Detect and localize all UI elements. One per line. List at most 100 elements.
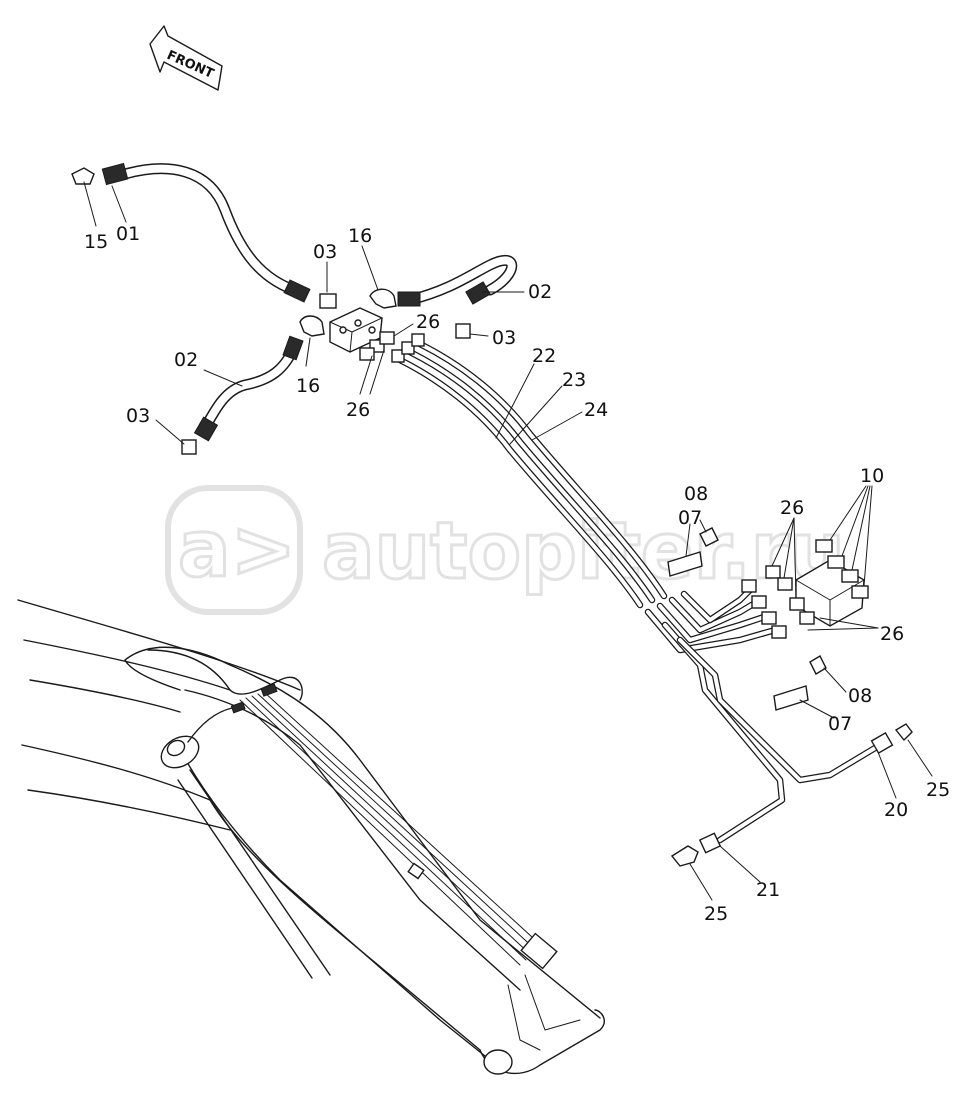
callout-23: 23	[562, 369, 586, 391]
fitting-26	[379, 331, 395, 345]
boom-hose	[187, 707, 233, 743]
callout-08: 08	[848, 685, 872, 707]
cylinder-rod	[177, 779, 313, 979]
callout-26: 26	[880, 623, 904, 645]
leader-lines	[83, 181, 933, 901]
boom-assembly	[17, 599, 605, 1075]
pipe-21-fitting	[698, 832, 722, 854]
hose-01	[71, 162, 311, 303]
callout-15: 15	[84, 231, 108, 253]
boom-tube	[245, 697, 527, 961]
boom-clamp	[230, 701, 246, 714]
boom-clamp	[260, 683, 278, 697]
center-block	[299, 288, 397, 361]
watermark-logo-frame	[165, 485, 303, 615]
pipe-20-fitting	[870, 731, 894, 755]
callout-24: 24	[584, 399, 608, 421]
callout-01: 01	[116, 223, 140, 245]
arm-bottom-edge	[209, 799, 481, 1051]
callout-08: 08	[684, 483, 708, 505]
watermark-logo-glyph: a>	[178, 505, 296, 595]
boom-clamp	[407, 862, 425, 880]
fitting-26	[777, 577, 793, 591]
callout-26: 26	[346, 399, 370, 421]
clamps	[667, 527, 827, 711]
bolt-08-lower	[809, 655, 827, 675]
callout-07: 07	[828, 713, 852, 735]
cap-25-lower	[670, 845, 699, 867]
callout-20: 20	[884, 799, 908, 821]
fitting-03-top	[319, 293, 337, 309]
arm-top-edge	[124, 659, 181, 691]
boom-tube	[239, 699, 521, 966]
front-arrow-shape	[149, 25, 223, 91]
elbow-16-lower	[299, 315, 325, 337]
hose-02-left	[181, 335, 304, 455]
hose-02-fitting	[193, 416, 219, 442]
cylinder-rod	[189, 769, 331, 976]
hose-02-fitting	[465, 281, 491, 305]
hose-02-fitting	[282, 335, 304, 361]
callout-16: 16	[348, 225, 372, 247]
fitting-03-right	[455, 323, 471, 339]
callout-22: 22	[532, 345, 556, 367]
pipe-21	[661, 621, 786, 844]
arm-mid-edge	[184, 689, 521, 991]
fitting-26	[765, 565, 781, 579]
lower-pipes	[644, 584, 913, 867]
callout-02: 02	[528, 281, 552, 303]
elbow-16-upper	[369, 288, 397, 309]
bolt-08-upper	[699, 527, 719, 547]
pipes-22-23-24	[391, 333, 668, 609]
callout-16: 16	[296, 375, 320, 397]
fitting-10	[815, 539, 833, 553]
arm-top-edge	[124, 646, 601, 1019]
watermark: a> autopiter.ru	[165, 485, 846, 615]
front-arrow-label: FRONT	[164, 48, 216, 82]
callout-21: 21	[756, 879, 780, 901]
boom-edge-line	[29, 679, 181, 713]
boom-tube	[257, 693, 539, 953]
boom-edge-line	[21, 744, 211, 801]
hose-02-right	[397, 254, 518, 339]
boom-end-pipe	[507, 984, 541, 1051]
boom-end-block	[520, 932, 558, 970]
callout-26: 26	[780, 497, 804, 519]
arm-end-pin	[483, 1049, 513, 1075]
fitting-15	[71, 167, 95, 185]
callout-03: 03	[492, 327, 516, 349]
fitting-26	[789, 597, 805, 611]
boom-end-pipe	[524, 974, 581, 1031]
callout-07: 07	[678, 507, 702, 529]
callouts: 15 01 03 16 02 26 03 02 16 26 03 22 23 2…	[84, 223, 950, 925]
callout-10: 10	[860, 465, 884, 487]
callout-25: 25	[926, 779, 950, 801]
hose-01-fitting	[283, 279, 311, 303]
fitting-10	[851, 585, 869, 599]
fitting-26	[359, 347, 375, 361]
fitting-03-left	[181, 439, 197, 455]
callout-25: 25	[704, 903, 728, 925]
clamp-07-lower	[773, 685, 809, 711]
boom-hose	[147, 649, 303, 701]
callout-02: 02	[174, 349, 198, 371]
cap-25-upper	[894, 723, 913, 742]
fitting-10	[841, 569, 859, 583]
boom-edge-line	[23, 639, 231, 691]
boom-tube	[263, 691, 545, 949]
right-block	[741, 539, 869, 639]
front-arrow: FRONT	[149, 25, 223, 91]
fitting-10	[827, 555, 845, 569]
hose-01-fitting	[101, 162, 129, 186]
boom-edge-line	[17, 599, 301, 691]
callout-26: 26	[416, 311, 440, 333]
boom-tube	[251, 695, 533, 957]
callout-03: 03	[313, 241, 337, 263]
watermark-text: autopiter.ru	[322, 507, 845, 597]
fitting-26	[799, 611, 815, 625]
cylinder-pin	[166, 739, 186, 757]
clamp-07-upper	[667, 551, 703, 577]
callout-03: 03	[126, 405, 150, 427]
